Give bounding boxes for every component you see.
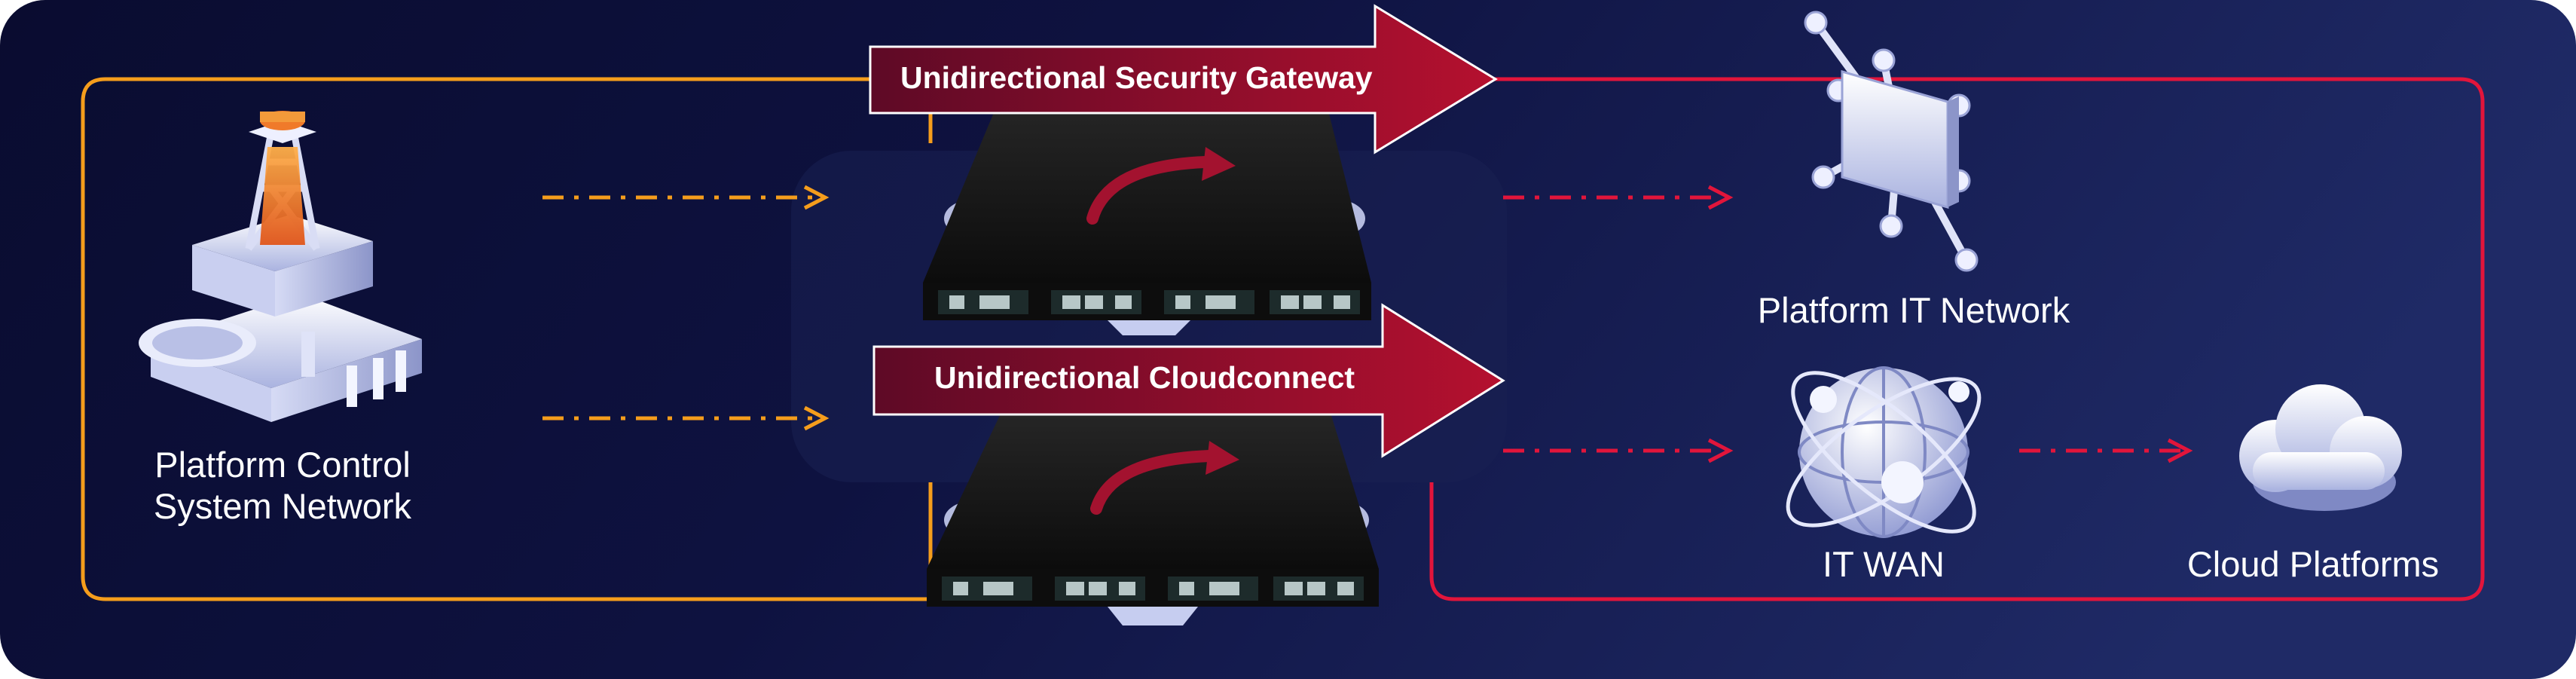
it-network-label: Platform IT Network <box>1757 290 2070 330</box>
it-wan-label: IT WAN <box>1823 544 1945 584</box>
control-network-label-line1: Platform Control <box>154 445 411 485</box>
gateway-banner-label: Unidirectional Security Gateway <box>900 60 1373 95</box>
it-flow-arrow-lower <box>1503 438 1734 463</box>
cloudconnect-banner-arrow <box>872 303 1505 458</box>
control-network-label-line2: System Network <box>153 485 412 526</box>
cloud-icon <box>2239 384 2402 511</box>
oil-rig-icon <box>139 111 422 422</box>
wan-to-cloud-arrow <box>2019 438 2193 463</box>
control-network-label: Platform Control System Network <box>105 445 460 528</box>
cloudconnect-appliance-icon <box>927 411 1379 625</box>
cloudconnect-banner-label: Unidirectional Cloudconnect <box>934 360 1355 395</box>
gateway-appliance-icon <box>923 102 1371 335</box>
ot-flow-arrow-lower <box>542 405 830 431</box>
it-flow-arrow-upper <box>1503 185 1734 210</box>
ot-network-boundary <box>81 77 933 601</box>
it-network-boundary <box>1429 77 2485 601</box>
network-hub-icon <box>1804 11 1979 272</box>
ot-flow-arrow-upper <box>542 185 830 210</box>
globe-icon <box>1786 366 1982 538</box>
cloud-platforms-label: Cloud Platforms <box>2186 544 2440 584</box>
gateway-banner-arrow <box>869 4 1498 154</box>
